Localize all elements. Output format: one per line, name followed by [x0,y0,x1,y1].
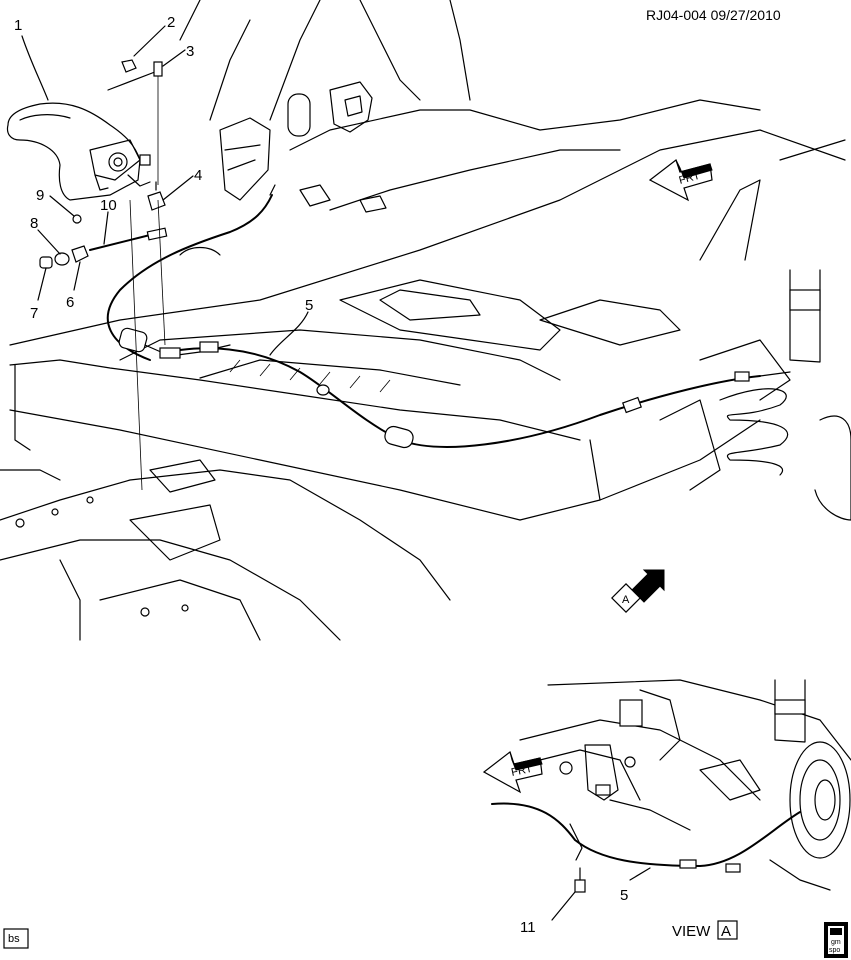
svg-text:3: 3 [186,43,194,60]
view-a-detail: FRT [482,679,851,893]
svg-text:7: 7 [30,305,38,322]
bs-badge: bs [3,928,29,949]
callout-7: 7 [30,267,47,322]
callout-8: 8 [30,215,61,255]
svg-text:4: 4 [194,167,202,184]
callout-10: 10 [100,197,117,245]
callout-2: 2 [133,14,175,57]
svg-text:8: 8 [30,215,38,232]
part-2-nut [121,59,137,73]
callout-6: 6 [66,261,81,311]
svg-text:11: 11 [520,919,536,936]
svg-text:A: A [721,923,731,940]
svg-text:5: 5 [620,887,628,904]
callout-5-view: 5 [620,867,651,904]
svg-text:FRT: FRT [510,763,533,779]
parking-brake-handle [6,102,151,201]
svg-text:FRT: FRT [678,170,702,187]
callout-1: 1 [14,17,49,101]
part-4-switch [147,181,166,211]
svg-text:VIEW: VIEW [672,923,711,940]
callout-3: 3 [162,43,194,67]
svg-text:A: A [622,594,630,606]
svg-text:5: 5 [305,297,313,314]
svg-text:spo: spo [829,947,840,954]
part-9-nut [72,214,82,224]
svg-text:9: 9 [36,187,44,204]
callout-11: 11 [520,891,576,936]
callout-5: 5 [269,297,313,356]
svg-text:6: 6 [66,294,74,311]
view-a-arrow: A [611,569,665,613]
parking-brake-cable [106,184,791,449]
front-direction-arrow: FRT [648,159,713,202]
svg-text:10: 10 [100,197,117,214]
part-3-clip [107,61,163,185]
part-8-spacer [54,252,70,266]
svg-text:bs: bs [8,933,20,945]
callout-4: 4 [162,167,202,201]
part-10-rod [89,227,168,251]
svg-text:1: 1 [14,17,22,34]
svg-text:gm: gm [831,939,841,946]
view-a-label: VIEW A [672,920,738,940]
gm-spo-logo: gm spo [824,922,848,958]
underbody-illustration [0,0,851,641]
svg-text:2: 2 [167,14,175,31]
part-7-nut [39,256,53,269]
callout-9: 9 [36,187,75,217]
diagram-code-date: RJ04-004 09/27/2010 [646,7,781,23]
part-6-retainer [71,245,89,263]
